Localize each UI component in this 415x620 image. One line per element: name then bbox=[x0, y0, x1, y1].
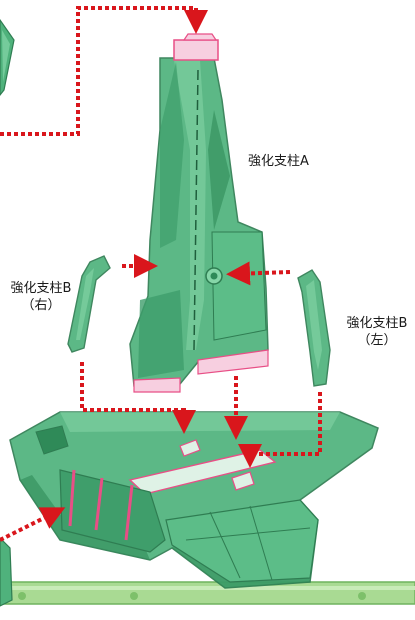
runner-frame bbox=[0, 581, 415, 605]
label-strut-b-left: 強化支柱B （左） bbox=[336, 315, 415, 349]
partial-part-top-left bbox=[0, 18, 15, 96]
strut-b-left-part bbox=[297, 269, 331, 387]
label-strut-b-left-name: 強化支柱B bbox=[346, 316, 408, 331]
arrow-strut-b-right-to-base bbox=[80, 362, 196, 434]
assembly-arrows bbox=[0, 6, 322, 542]
arrow-top-loop bbox=[0, 6, 208, 136]
label-strut-b-right: 強化支柱B （右） bbox=[0, 280, 86, 314]
strut-b-right-part bbox=[67, 255, 111, 353]
arrow-strut-b-left-to-base bbox=[238, 392, 322, 468]
label-strut-b-left-side: （左） bbox=[357, 333, 397, 348]
label-strut-a: 強化支柱A bbox=[248, 154, 309, 169]
label-strut-b-right-name: 強化支柱B bbox=[10, 281, 72, 296]
base-stand bbox=[9, 411, 379, 589]
arrow-strut-b-left-to-a bbox=[226, 261, 291, 286]
strut-a-part bbox=[129, 33, 269, 393]
partial-part-bottom-left bbox=[0, 537, 13, 607]
label-strut-b-right-side: （右） bbox=[21, 298, 61, 313]
